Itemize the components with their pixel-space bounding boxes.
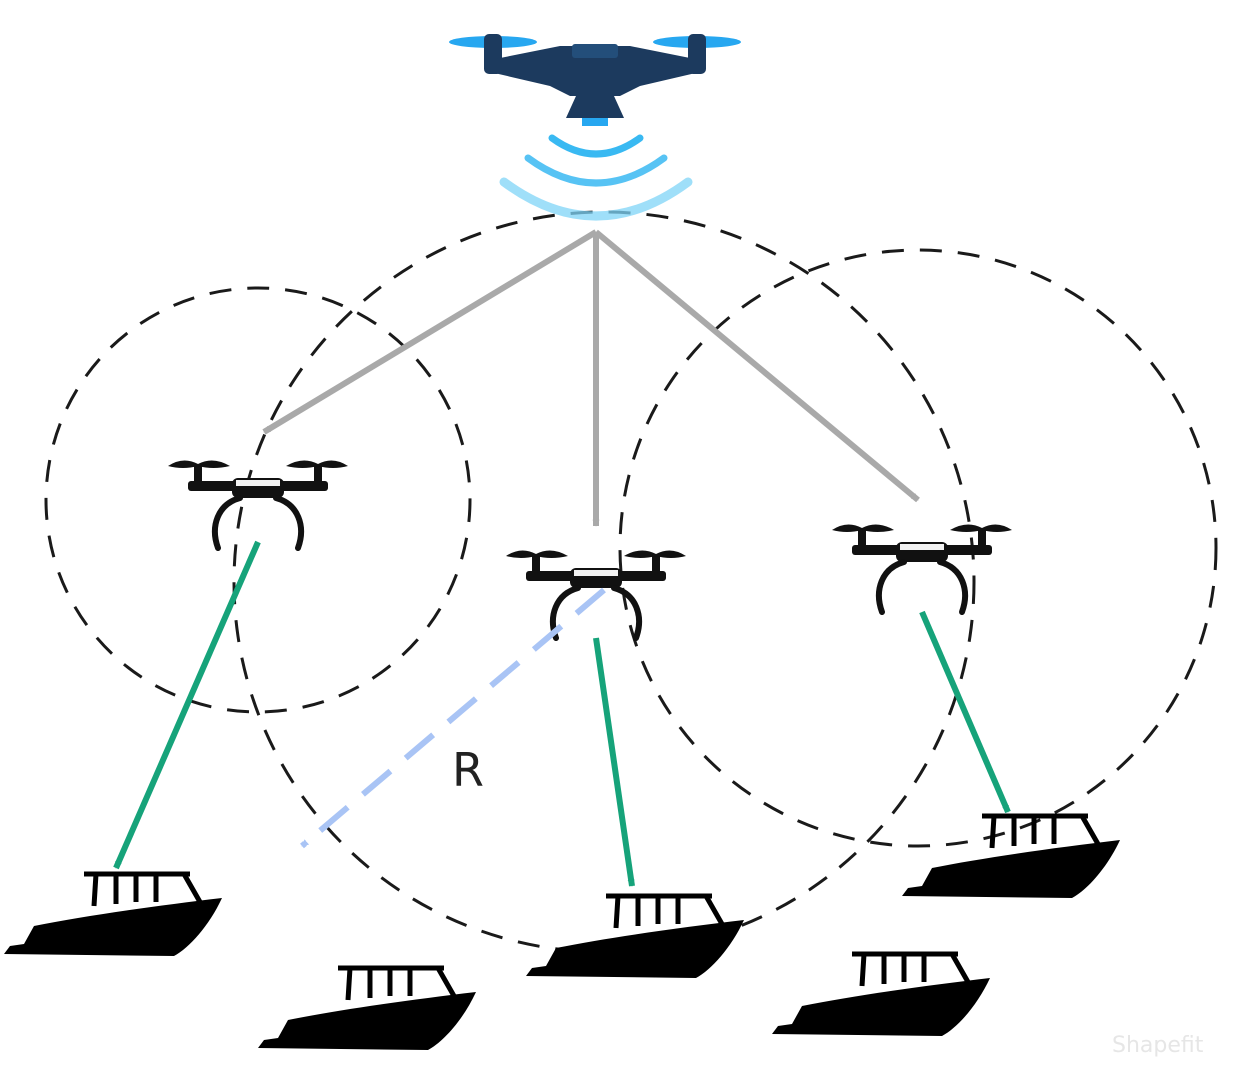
boat-icon bbox=[258, 968, 476, 1050]
dispatch-arrows bbox=[262, 229, 920, 527]
small-drone-left-icon bbox=[168, 460, 348, 548]
coverage-circle-left bbox=[44, 286, 472, 714]
coverage-circles bbox=[44, 210, 1218, 954]
boat-icon bbox=[4, 874, 222, 956]
target-arrows bbox=[113, 540, 1011, 887]
coverage-circle-right bbox=[618, 248, 1218, 848]
target-arrow-center bbox=[593, 637, 635, 887]
dispatch-arrow-right bbox=[594, 229, 920, 503]
target-arrow-left bbox=[113, 540, 261, 870]
watermark: Shapefit bbox=[1112, 1033, 1204, 1058]
boat-icon bbox=[902, 816, 1120, 898]
wifi-signal-icon bbox=[499, 134, 693, 221]
target-arrow-right bbox=[919, 610, 1011, 814]
boat-icon bbox=[772, 954, 990, 1036]
range-indicator-arrow bbox=[300, 587, 606, 849]
dispatch-arrow-left bbox=[262, 229, 598, 435]
range-label: R bbox=[452, 743, 484, 797]
boat-icon bbox=[526, 896, 744, 978]
small-drone-right-icon bbox=[832, 524, 1012, 612]
boats bbox=[4, 816, 1120, 1050]
command-drone-icon bbox=[449, 34, 741, 126]
